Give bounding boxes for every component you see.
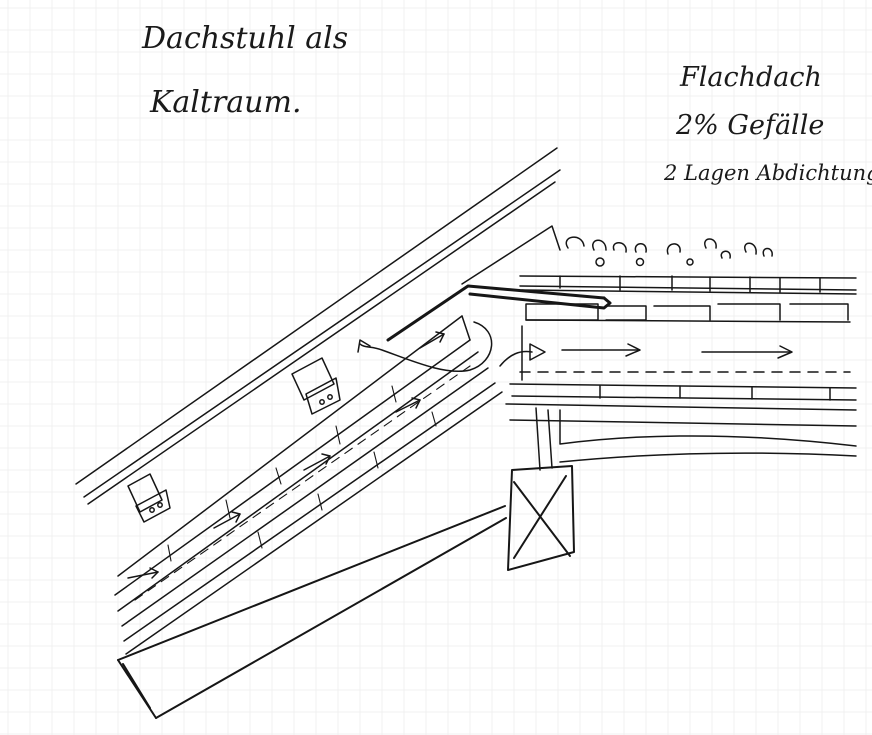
pitched-roof-outer-skin [75, 147, 561, 505]
flat-roof-deck [505, 383, 857, 427]
flat-roof-membrane [519, 275, 857, 295]
rafter-bracket-lower [127, 473, 171, 523]
note-cold-attic-line1: Dachstuhl als [141, 21, 348, 56]
note-flat-roof-line1: Flachdach [679, 62, 822, 93]
ceiling-board [117, 505, 507, 719]
airflow-arrow-eave [357, 321, 493, 372]
note-flat-roof: Flachdach 2% Gefälle 2 Lagen Abdichtung [663, 62, 872, 185]
layer-joints [167, 385, 437, 562]
parapet-upstand [461, 225, 561, 285]
flat-roof-vent-cavity [499, 325, 851, 381]
wall-post [535, 407, 857, 471]
note-cold-attic-line2: Kaltraum. [149, 85, 301, 120]
note-flat-roof-line3: 2 Lagen Abdichtung [663, 161, 872, 185]
airflow-arrows-pitched [127, 331, 445, 579]
vent-dash-line [134, 365, 471, 601]
note-flat-roof-line2: 2% Gefälle [675, 110, 824, 141]
flat-roof-insulation-boards [525, 303, 851, 323]
rafter-insulation-layers [114, 315, 503, 655]
gravel-layer [565, 236, 773, 267]
beam-section-cross-box [507, 465, 575, 571]
note-cold-attic: Dachstuhl als Kaltraum. [141, 21, 348, 120]
rafter-bracket-upper [291, 357, 341, 415]
